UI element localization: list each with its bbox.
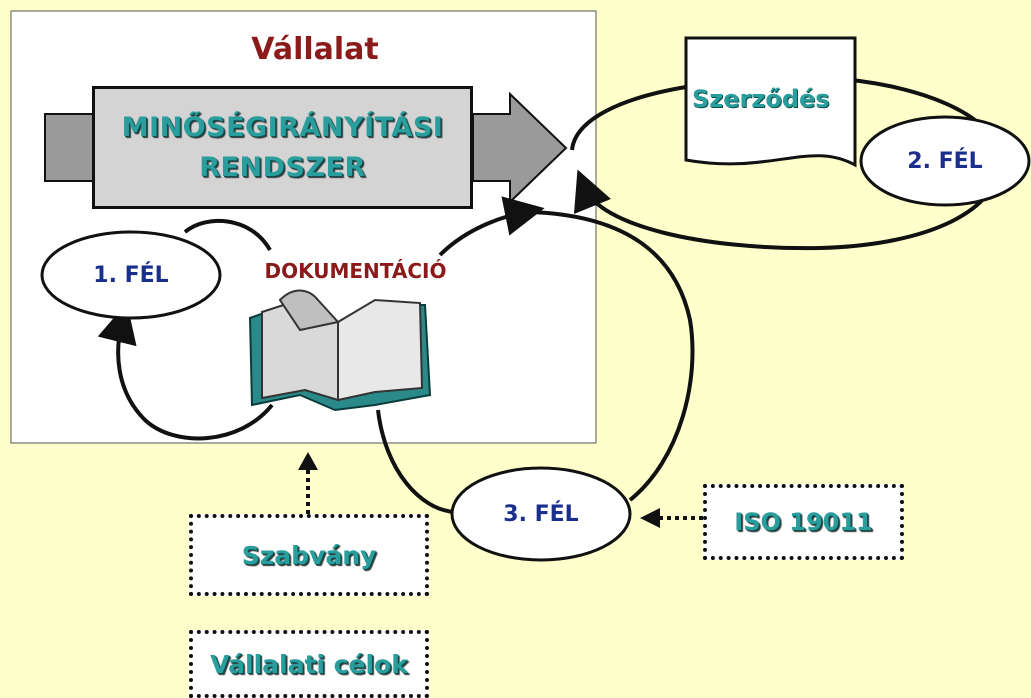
party-3-label: 3. FÉL <box>503 501 579 527</box>
goals-box: Vállalati célok <box>189 630 429 698</box>
party1-bottom-connector <box>97 302 274 441</box>
party3-right-connector <box>529 210 695 502</box>
qms-arrow <box>44 91 568 205</box>
doc-to-qms-connector <box>438 196 545 257</box>
qms-title-line1: MINŐSÉGIRÁNYÍTÁSI <box>121 111 444 143</box>
documentation-label: DOKUMENTÁCIÓ <box>264 259 447 283</box>
qms-title-line2: RENDSZER <box>199 151 366 183</box>
party-2-label: 2. FÉL <box>907 148 983 174</box>
iso-label: ISO 19011 <box>734 508 873 536</box>
contract-loop <box>574 76 1003 251</box>
contract-label: Szerződés <box>692 85 830 113</box>
standard-label: Szabvány <box>241 540 377 570</box>
iso-box: ISO 19011 <box>703 484 904 560</box>
book-icon <box>248 289 432 412</box>
party2-ellipse <box>859 115 1031 207</box>
party1-ellipse <box>40 230 222 320</box>
document-icon <box>684 36 857 168</box>
party1-top-connector <box>183 219 272 252</box>
company-title: Vállalat <box>251 32 379 67</box>
qms-panel: MINŐSÉGIRÁNYÍTÁSI RENDSZER <box>92 86 473 209</box>
standard-box: Szabvány <box>189 514 429 596</box>
party3-ellipse <box>450 466 632 562</box>
party3-left-connector <box>376 409 456 514</box>
goals-label: Vállalati célok <box>210 649 408 679</box>
party-1-label: 1. FÉL <box>93 262 169 288</box>
contract-loop-top <box>570 85 687 151</box>
